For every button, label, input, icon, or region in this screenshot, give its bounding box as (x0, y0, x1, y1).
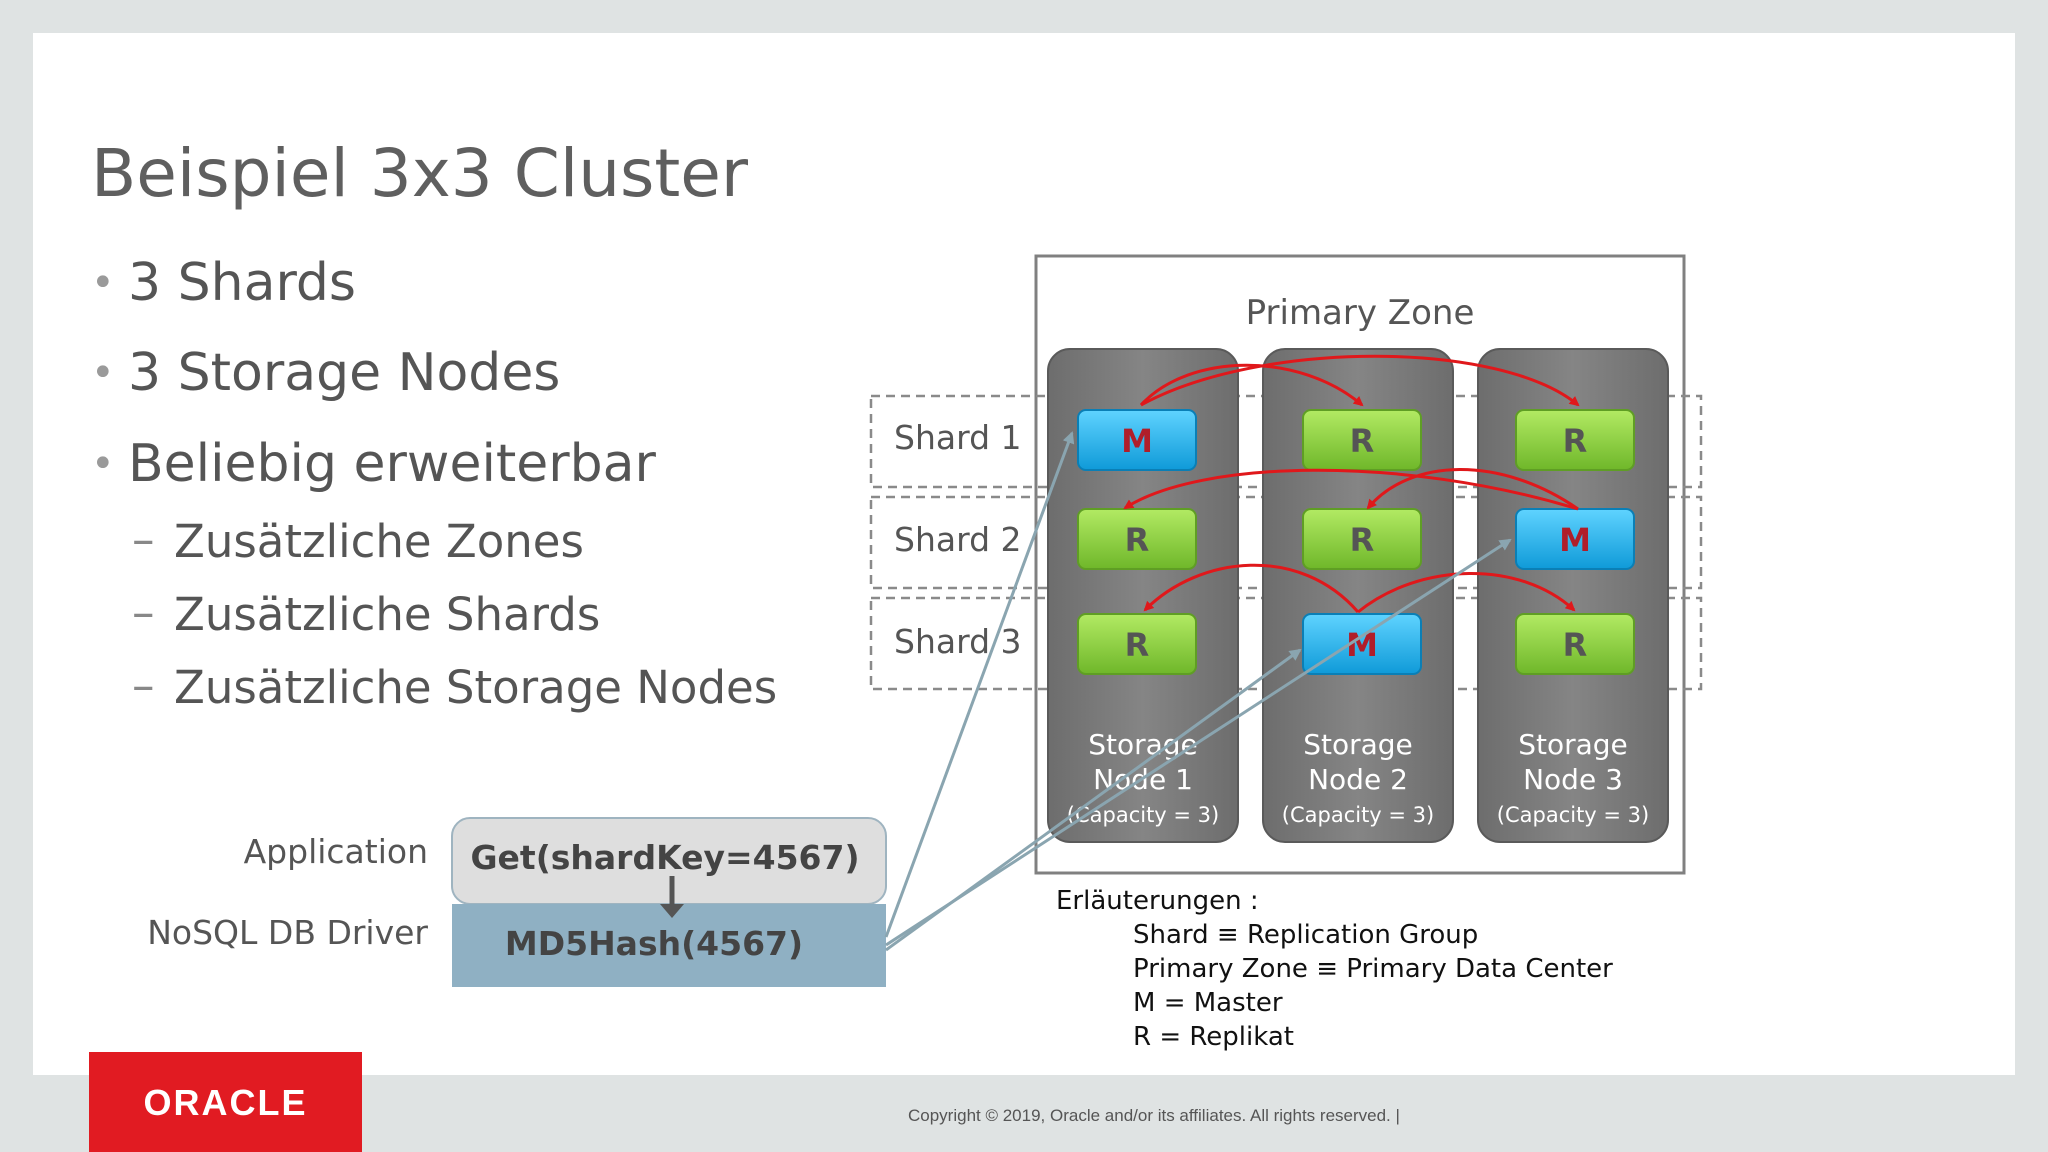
sub-bullet-item: – Zusätzliche Shards (132, 586, 601, 641)
bullet-item: • Beliebig erweiterbar (91, 434, 656, 494)
bullet-text: Beliebig erweiterbar (128, 434, 656, 494)
bullet-item: • 3 Storage Nodes (91, 343, 561, 403)
legend-item: Primary Zone ≡ Primary Data Center (1133, 954, 1613, 984)
sub-bullet-dash: – (132, 513, 155, 566)
slide-title: Beispiel 3x3 Cluster (91, 135, 749, 212)
legend-heading: Erläuterungen : (1056, 886, 1259, 916)
bullet-dot-icon: • (91, 350, 115, 396)
legend: Erläuterungen : Shard ≡ Replication Grou… (1056, 884, 1613, 1054)
bullet-dot-icon: • (91, 260, 115, 306)
bullet-item: • 3 Shards (91, 253, 357, 313)
sub-bullet-dash: – (132, 586, 155, 639)
oracle-logo: ORACLE (89, 1052, 362, 1152)
sub-bullet-dash: – (132, 659, 155, 712)
sub-bullet-text: Zusätzliche Storage Nodes (174, 661, 778, 714)
legend-item: R = Replikat (1133, 1022, 1294, 1052)
copyright-text: Copyright © 2019, Oracle and/or its affi… (908, 1106, 1400, 1125)
bullet-text: 3 Storage Nodes (128, 343, 561, 403)
legend-item: M = Master (1133, 988, 1283, 1018)
sub-bullet-text: Zusätzliche Shards (174, 588, 601, 641)
sub-bullet-item: – Zusätzliche Storage Nodes (132, 659, 778, 714)
sub-bullet-text: Zusätzliche Zones (174, 515, 584, 568)
oracle-logo-text: ORACLE (143, 1082, 308, 1123)
legend-item: Shard ≡ Replication Group (1133, 920, 1479, 950)
sub-bullet-item: – Zusätzliche Zones (132, 513, 584, 568)
bullet-dot-icon: • (91, 441, 115, 487)
bullet-text: 3 Shards (128, 253, 357, 313)
